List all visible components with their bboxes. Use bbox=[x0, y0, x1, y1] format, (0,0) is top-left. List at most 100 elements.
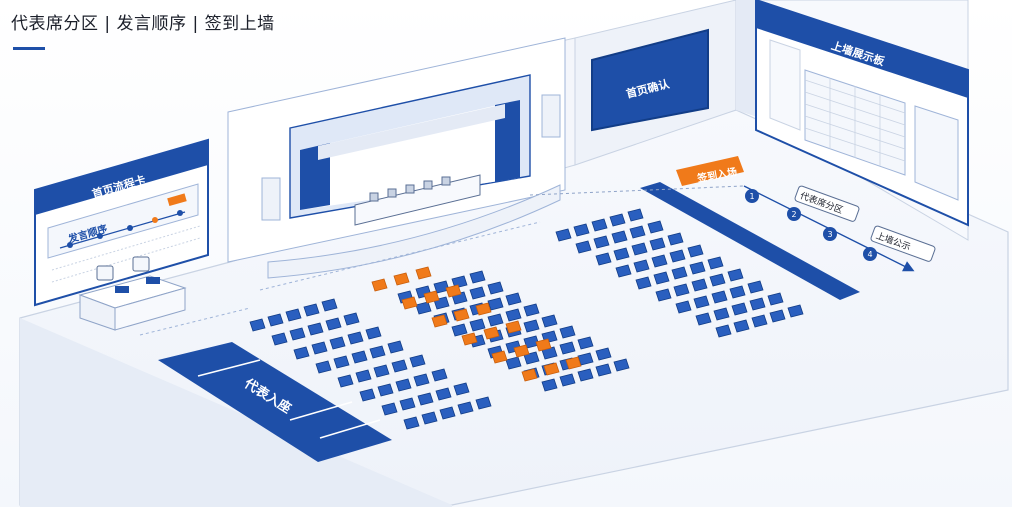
seat bbox=[505, 292, 522, 306]
desk-sign bbox=[115, 286, 129, 293]
seat bbox=[767, 292, 784, 306]
timeline-dot bbox=[97, 233, 103, 239]
floor-guides bbox=[139, 221, 541, 336]
seat bbox=[393, 272, 410, 286]
seat bbox=[387, 340, 404, 354]
chair-icon bbox=[96, 265, 114, 281]
left-board-timeline bbox=[59, 211, 186, 249]
seat bbox=[333, 355, 350, 369]
seat bbox=[609, 213, 626, 227]
seat bbox=[457, 401, 474, 415]
seat bbox=[369, 345, 386, 359]
seating-area bbox=[249, 208, 804, 430]
flow-step-circle bbox=[863, 247, 877, 261]
flow-step-label-box bbox=[794, 185, 860, 222]
seat bbox=[267, 313, 284, 327]
seat bbox=[401, 296, 418, 310]
seat bbox=[491, 350, 508, 364]
seat bbox=[727, 268, 744, 282]
seat bbox=[593, 235, 610, 249]
title-underline bbox=[13, 47, 45, 50]
seat bbox=[629, 225, 646, 239]
seat bbox=[715, 324, 732, 338]
seat bbox=[521, 368, 538, 382]
seat bbox=[415, 266, 432, 280]
seat bbox=[731, 302, 748, 316]
seat bbox=[355, 369, 372, 383]
seat bbox=[483, 326, 500, 340]
timeline-dot bbox=[127, 225, 133, 231]
seat bbox=[575, 240, 592, 254]
seat bbox=[787, 304, 804, 318]
chair-icon bbox=[132, 256, 150, 272]
seat bbox=[653, 271, 670, 285]
seat bbox=[359, 388, 376, 402]
left-info-board: 首页流程卡 发言顺序 bbox=[34, 138, 209, 307]
seat bbox=[613, 358, 630, 372]
center-confirm-board: 首页确认 bbox=[591, 28, 709, 132]
seat bbox=[635, 276, 652, 290]
seat bbox=[631, 242, 648, 256]
stage-side-panel bbox=[261, 177, 281, 221]
seat bbox=[439, 406, 456, 420]
seat bbox=[285, 308, 302, 322]
seat bbox=[451, 275, 468, 289]
seat bbox=[707, 256, 724, 270]
seat bbox=[307, 322, 324, 336]
seat bbox=[651, 254, 668, 268]
seat bbox=[413, 373, 430, 387]
desk-sign bbox=[146, 277, 160, 284]
seat bbox=[559, 373, 576, 387]
seat bbox=[523, 351, 540, 365]
stage bbox=[227, 37, 566, 279]
entry-sign: 代表入座 bbox=[158, 342, 392, 462]
left-board-badge bbox=[167, 193, 187, 207]
seat bbox=[453, 308, 470, 322]
seat bbox=[565, 356, 582, 370]
seat bbox=[749, 297, 766, 311]
seat bbox=[505, 356, 522, 370]
seat bbox=[415, 301, 432, 315]
seat bbox=[541, 314, 558, 328]
seat bbox=[461, 332, 478, 346]
aisle-strip bbox=[640, 182, 860, 300]
seat bbox=[577, 368, 594, 382]
timeline-dot bbox=[67, 242, 73, 248]
flow-step-number: 2 bbox=[791, 210, 796, 219]
seat bbox=[431, 314, 448, 328]
seat bbox=[675, 300, 692, 314]
seat bbox=[709, 273, 726, 287]
seat bbox=[573, 223, 590, 237]
seat bbox=[733, 319, 750, 333]
checkin-desk bbox=[78, 256, 187, 331]
seat bbox=[343, 312, 360, 326]
seat bbox=[435, 387, 452, 401]
seat bbox=[751, 314, 768, 328]
seat bbox=[613, 247, 630, 261]
seat bbox=[321, 298, 338, 312]
seat bbox=[475, 396, 492, 410]
seat bbox=[615, 264, 632, 278]
page-title: 代表席分区 | 发言顺序 | 签到上墙 bbox=[11, 14, 275, 34]
seat bbox=[523, 303, 540, 317]
seat bbox=[555, 228, 572, 242]
seat bbox=[395, 378, 412, 392]
seat bbox=[487, 313, 504, 327]
seat bbox=[669, 249, 686, 263]
seat bbox=[559, 341, 576, 355]
seat bbox=[487, 281, 504, 295]
flow-step-circle bbox=[745, 189, 759, 203]
seat bbox=[559, 325, 576, 339]
seat bbox=[403, 416, 420, 430]
seat bbox=[329, 336, 346, 350]
seat bbox=[249, 318, 266, 332]
seat bbox=[627, 208, 644, 222]
seat bbox=[577, 336, 594, 350]
right-display-board: 上墙展示板 bbox=[755, 0, 969, 227]
seat bbox=[373, 364, 390, 378]
seat bbox=[713, 307, 730, 321]
seat bbox=[337, 374, 354, 388]
seat bbox=[365, 326, 382, 340]
seat bbox=[311, 341, 328, 355]
